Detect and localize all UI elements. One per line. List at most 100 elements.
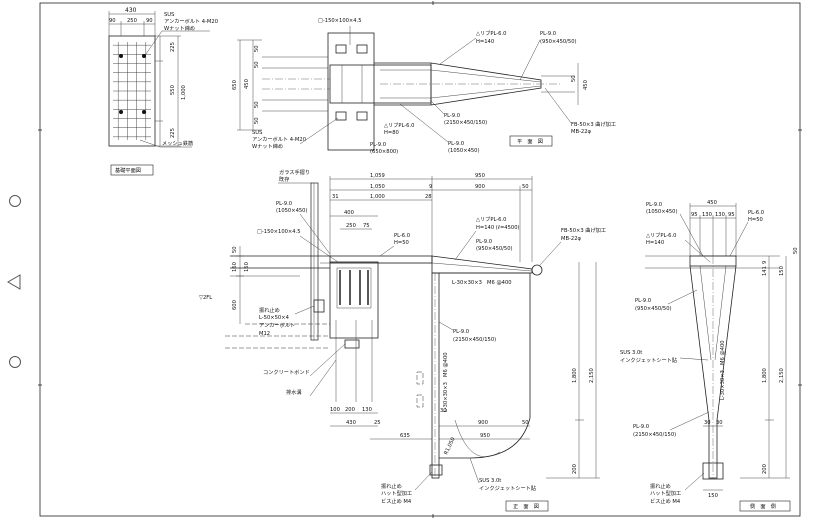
fv-box-note: □-150×100×4.5 <box>257 229 301 235</box>
sv-pl-mid-2: (950×450/50) <box>635 306 672 312</box>
fv-dim-top-1: 1,059 <box>370 173 385 179</box>
tp-dim-left-6: 50 <box>254 117 260 124</box>
sv-stop-1: 振れ止め <box>650 482 671 490</box>
fv-dim-b-10: 30 <box>440 408 447 414</box>
fv-dim-top-3: 1,050 <box>370 184 385 190</box>
fv-dim-top-5: 900 <box>475 184 485 190</box>
sv-dim-r-7: 200 <box>762 464 768 474</box>
sv-rib-1: △リブPL-6.0 <box>646 231 676 239</box>
tp-bolt-note-1: SUS <box>252 130 262 136</box>
tp-dim-right-2: 450 <box>583 80 589 90</box>
fv-dim-top-7: 31 <box>332 194 339 200</box>
sv-pl-h50-2: H=50 <box>748 217 763 223</box>
fv-pl-top-2: (1050×450) <box>276 208 308 214</box>
sv-pl-mid-1: PL-9.0 <box>635 298 651 304</box>
fv-dim-b-5: 25 <box>374 420 381 426</box>
fv-stop-bottom-3: ビス止め M4 <box>381 497 412 505</box>
sv-stop-3: ビス止め M4 <box>650 497 681 505</box>
sv-dim-r-2: 9 <box>762 261 768 264</box>
fv-dim-top-8: 1,000 <box>370 194 385 200</box>
sv-dim-top-4: 130 <box>715 212 725 218</box>
sv-dim-r-5: 1,800 <box>762 368 768 383</box>
tp-fb-note-1: FB-50×3 曲げ加工 <box>571 120 616 128</box>
fv-dim-b-7: 900 <box>478 420 488 426</box>
tp-fb-note-2: MB-22φ <box>571 129 592 135</box>
tp-box-note: □-150×100×4.5 <box>318 18 362 24</box>
tp-pl-note-1: PL-9.0 <box>540 31 556 37</box>
fp-bolt-note-3: Wナット締め <box>164 24 195 32</box>
fp-height-2: 550 <box>170 85 176 95</box>
fv-dim-v-2: 160 <box>232 262 238 272</box>
fv-dim-v-5: 1,800 <box>572 368 578 383</box>
fv-concrete-note: コンクリートボンド <box>263 368 310 376</box>
fv-sus-note-1: SUS 3.0t <box>479 478 501 484</box>
fv-stopper-2: L-50×50×4 <box>259 315 290 321</box>
sv-pl-top-1: PL-9.0 <box>646 202 662 208</box>
fv-stop-bottom-2: ハット型加工 <box>381 489 412 497</box>
fv-rib-note-2: H=140 (ℓ=4500) <box>476 225 520 231</box>
sv-pl-h50-1: PL-6.0 <box>748 210 764 216</box>
sv-dim-b-1: 30 <box>704 420 711 426</box>
fv-dim-b-4: 430 <box>346 420 356 426</box>
sv-pl-bot-1: PL-9.0 <box>633 424 649 430</box>
fv-drain-note: 排水溝 <box>286 388 302 396</box>
fp-width-part-2: 250 <box>127 18 137 24</box>
fv-dim-v-3: 150 <box>244 262 250 272</box>
fv-pl-2150-2: (2150×450/150) <box>453 337 496 343</box>
top-plan: 50 50 450 650 50 50 50 450 □-150×100×4.5… <box>232 18 616 155</box>
nav-back-triangle[interactable] <box>7 274 21 290</box>
fv-dim-b-9: 950 <box>480 433 490 439</box>
fv-pl-h50-2: H=50 <box>394 240 409 246</box>
fv-dim-b-2: 200 <box>345 407 355 413</box>
fp-bolt-note-2: アンカーボルト 4-M20 <box>164 17 218 25</box>
fv-pl-2150-1: PL-9.0 <box>453 329 469 335</box>
tp-dim-left-4: 650 <box>232 80 238 90</box>
sv-dim-b-3: 150 <box>708 493 718 499</box>
fv-dim-v-6: 2,150 <box>589 368 595 383</box>
fp-height-3: 225 <box>170 128 176 138</box>
fv-stopper-3: アンカーボルト <box>259 321 295 329</box>
tp-title: 平 面 図 <box>517 138 543 145</box>
fv-dim-v-1: 50 <box>232 246 238 253</box>
fv-glass-note-1: ガラス手摺り <box>279 168 310 176</box>
sheet-border <box>39 2 801 517</box>
fv-pl-950-2: (950×450/50) <box>476 246 513 252</box>
fv-angle-note: L-30×30×3 M6 @400 <box>452 280 512 286</box>
fv-dim-v-4: 600 <box>232 300 238 310</box>
fv-pl-h50-1: PL-6.0 <box>394 233 410 239</box>
tp-pl4-note-2: (1050×450) <box>448 148 480 154</box>
sv-vertical-angle: L-30×30×3 M6 @400 <box>720 340 726 400</box>
nav-circle-top[interactable] <box>9 195 21 207</box>
fv-dim-inner-1: 400 <box>344 210 354 216</box>
sv-sus-1: SUS 3.0t <box>620 350 642 356</box>
fv-sus-note-2: インクジェットシート貼 <box>479 484 536 492</box>
fv-dim-b-1: 100 <box>330 407 340 413</box>
sv-dim-r-1: 50 <box>793 247 799 254</box>
sv-sus-2: インクジェットシート貼 <box>620 356 677 364</box>
fv-dim-top-2: 950 <box>475 173 485 179</box>
nav-circle-bottom[interactable] <box>9 356 21 368</box>
tp-pl2-note-2: (2150×450/150) <box>444 120 487 126</box>
fv-fb-note-2: MB-22φ <box>561 236 582 242</box>
fv-stopper-4: M12 <box>259 331 270 337</box>
sv-dim-top-5: 95 <box>728 212 735 218</box>
fp-mesh-note: メッシュ鉄筋 <box>162 139 193 147</box>
fp-width-part-1: 90 <box>109 18 116 24</box>
fp-height-1: 225 <box>170 42 176 52</box>
fv-dim-v-7: 200 <box>572 464 578 474</box>
tp-pl2-note-1: PL-9.0 <box>444 113 460 119</box>
fp-height-total: 1,000 <box>181 85 187 100</box>
fp-width-total: 430 <box>125 7 137 14</box>
fv-dim-top-6: 50 <box>522 184 529 190</box>
fp-bolt-note-1: SUS <box>164 12 174 18</box>
fv-dim-b-6: 635 <box>400 433 410 439</box>
fp-title: 基礎平面図 <box>115 166 141 174</box>
tp-bolt-note-3: Wナット締め <box>252 142 283 150</box>
tp-rib2-note-1: △リブPL-6.0 <box>384 121 414 129</box>
fv-vertical-angle: L-30×30×3 M6 @400 <box>443 352 449 412</box>
sv-pl-top-2: (1050×450) <box>646 209 678 215</box>
fv-pl-950-1: PL-9.0 <box>476 239 492 245</box>
tp-pl3-note-1: PL-9.0 <box>370 142 386 148</box>
sv-dim-r-4: 150 <box>779 266 785 276</box>
fv-rib-note-1: △リブPL-6.0 <box>476 215 506 223</box>
